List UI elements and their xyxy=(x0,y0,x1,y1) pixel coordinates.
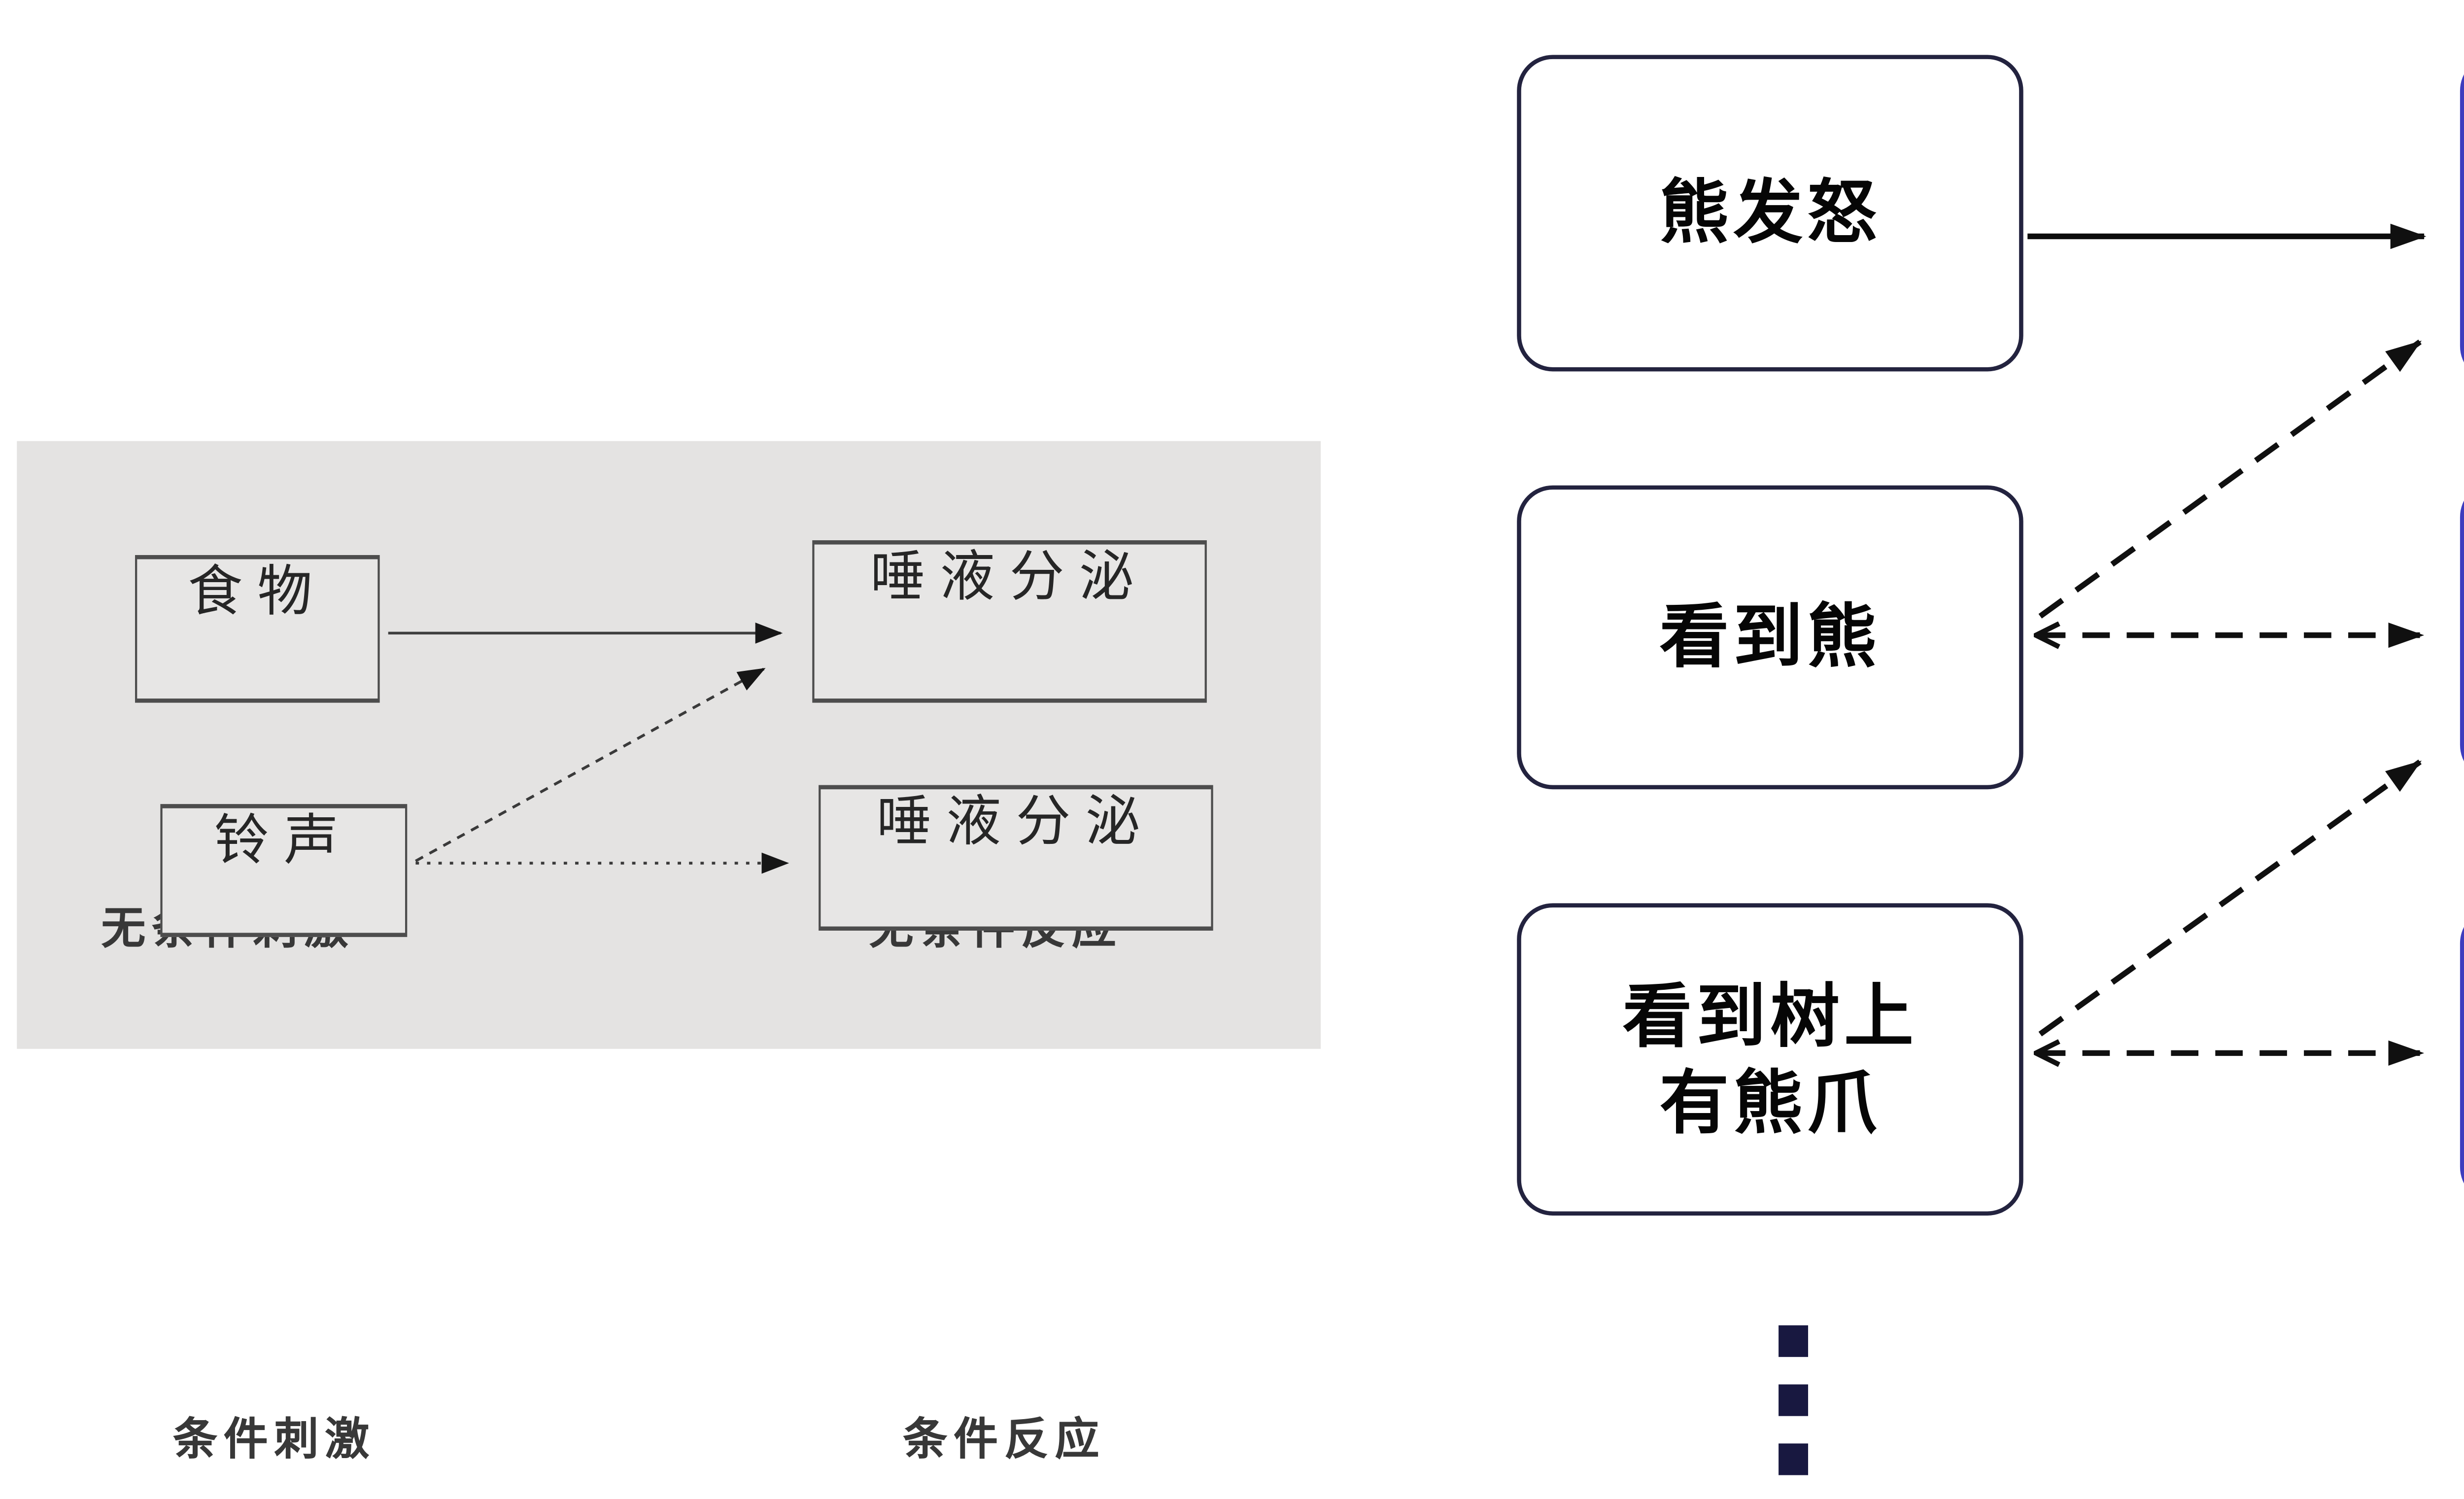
vertical-ellipsis-navy-icon xyxy=(1779,1325,1809,1499)
box-food-label: 食物 xyxy=(187,561,327,625)
box-see-bear-claw: 看到树上 有熊爪 xyxy=(1517,903,2023,1216)
box-salivation-bottom: 唾液分泌 xyxy=(819,785,1213,931)
box-bell-label: 铃声 xyxy=(214,810,354,874)
box-see-bear-label: 看到熊 xyxy=(1659,595,1881,678)
box-food: 食物 xyxy=(135,555,380,703)
arrow-see-claw-to-vnext-dashed xyxy=(2038,759,2422,1037)
box-salivation-bottom-label: 唾液分泌 xyxy=(876,791,1155,855)
box-see-bear-claw-line2: 有熊爪 xyxy=(1659,1061,1881,1144)
box-bell: 铃声 xyxy=(160,804,408,937)
box-bear-angry: 熊发怒 xyxy=(1517,55,2023,372)
arrow-bell-to-salivation-top-dashed xyxy=(415,667,766,863)
box-salivation-top: 唾液分泌 xyxy=(812,540,1207,703)
ellipsis-dot xyxy=(1779,1325,1809,1357)
ellipsis-dot xyxy=(1779,1443,1809,1475)
box-see-bear: 看到熊 xyxy=(1517,485,2023,790)
label-conditioned-response: 条件反应 xyxy=(903,1414,1106,1465)
label-conditioned-stimulus: 条件刺激 xyxy=(173,1414,376,1465)
box-bear-angry-label: 熊发怒 xyxy=(1659,172,1881,254)
box-salivation-top-label: 唾液分泌 xyxy=(870,546,1149,610)
arrow-see-bear-to-reward-dashed xyxy=(2038,339,2422,619)
ellipsis-dot xyxy=(1779,1384,1809,1416)
box-see-bear-claw-line1: 看到树上 xyxy=(1622,974,1918,1057)
